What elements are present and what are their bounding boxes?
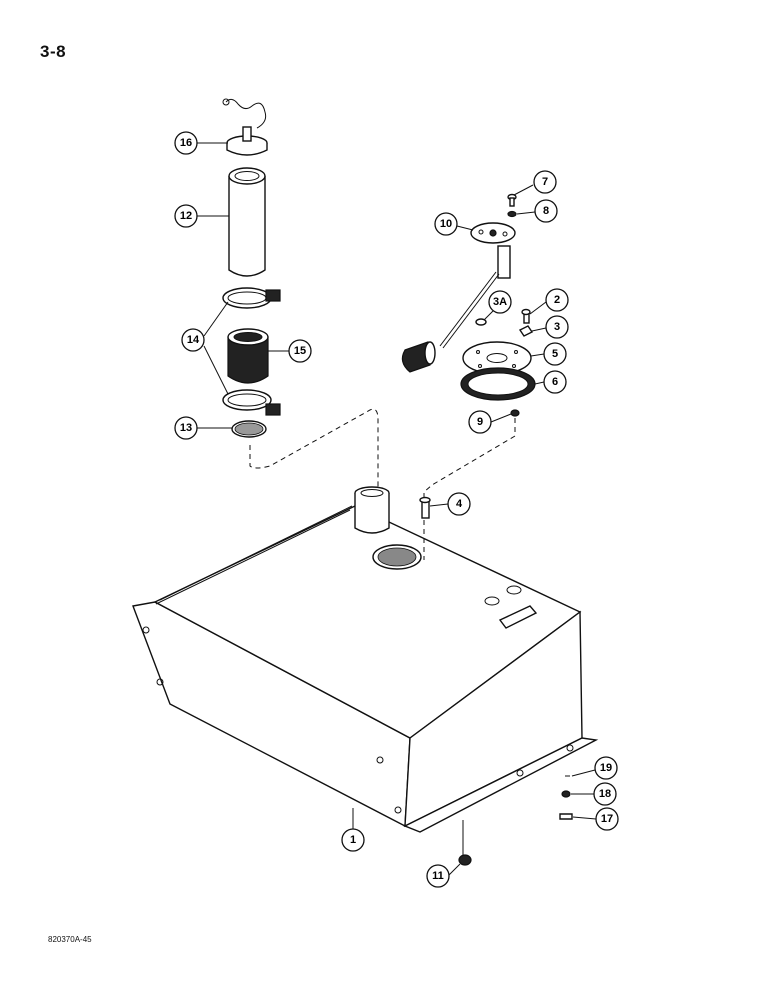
- lockwasher-8: [507, 210, 517, 218]
- callout-15: 15: [288, 339, 312, 363]
- svg-text:6: 6: [552, 376, 558, 388]
- drain-plug: [458, 820, 472, 866]
- svg-text:1: 1: [350, 834, 356, 846]
- svg-text:13: 13: [180, 422, 192, 434]
- svg-text:14: 14: [187, 334, 200, 346]
- washer-3a: [475, 318, 487, 326]
- stud-4: [419, 496, 431, 519]
- callout-5: 5: [543, 342, 567, 366]
- callout-13: 13: [174, 416, 198, 440]
- svg-text:3: 3: [554, 321, 560, 333]
- svg-text:10: 10: [440, 218, 452, 230]
- callout-16: 16: [174, 131, 198, 155]
- strainer-screen: [231, 420, 267, 438]
- bolt-17: [559, 813, 573, 820]
- figure-code: 820370A-45: [48, 935, 92, 944]
- nut-3: [518, 325, 534, 337]
- svg-text:9: 9: [477, 416, 483, 428]
- svg-text:15: 15: [294, 345, 306, 357]
- svg-text:2: 2: [554, 294, 560, 306]
- callout-10: 10: [434, 212, 458, 236]
- callout-3: 3: [545, 315, 569, 339]
- svg-text:18: 18: [599, 788, 611, 800]
- filler-hose: [228, 167, 266, 277]
- screw-2: [521, 308, 531, 324]
- callout-2: 2: [545, 288, 569, 312]
- callout-12: 12: [174, 204, 198, 228]
- callout-17: 17: [595, 807, 619, 831]
- page-number: 3-8: [40, 42, 67, 61]
- callout-18: 18: [593, 782, 617, 806]
- svg-text:8: 8: [543, 205, 549, 217]
- lockwasher-18: [561, 790, 571, 798]
- filler-sleeve: [227, 328, 269, 384]
- callout-7: 7: [533, 170, 557, 194]
- hose-clamp-upper: [222, 287, 281, 309]
- svg-text:5: 5: [552, 348, 558, 360]
- fuel-tank: [132, 486, 599, 833]
- fuel-gauge-sender: [401, 222, 516, 373]
- gasket: [460, 367, 536, 401]
- svg-text:11: 11: [432, 870, 444, 882]
- svg-text:7: 7: [542, 176, 548, 188]
- nut-9: [510, 409, 520, 417]
- svg-text:4: 4: [456, 498, 463, 510]
- callout-8: 8: [534, 199, 558, 223]
- callout-6: 6: [543, 370, 567, 394]
- callout-1: 1: [341, 828, 365, 852]
- svg-text:3A: 3A: [493, 296, 507, 308]
- callout-4: 4: [447, 492, 471, 516]
- callout-3a: 3A: [488, 290, 512, 314]
- svg-text:17: 17: [601, 813, 613, 825]
- callout-11: 11: [426, 864, 450, 888]
- screw-7: [507, 193, 517, 207]
- hose-clamp-lower: [222, 389, 281, 416]
- svg-text:12: 12: [180, 210, 192, 222]
- fuel-cap: [222, 98, 268, 156]
- callout-9: 9: [468, 410, 492, 434]
- svg-text:19: 19: [600, 762, 612, 774]
- callout-14: 14: [181, 328, 205, 352]
- callout-19: 19: [594, 756, 618, 780]
- svg-text:16: 16: [180, 137, 192, 149]
- leader-lines: [197, 142, 597, 876]
